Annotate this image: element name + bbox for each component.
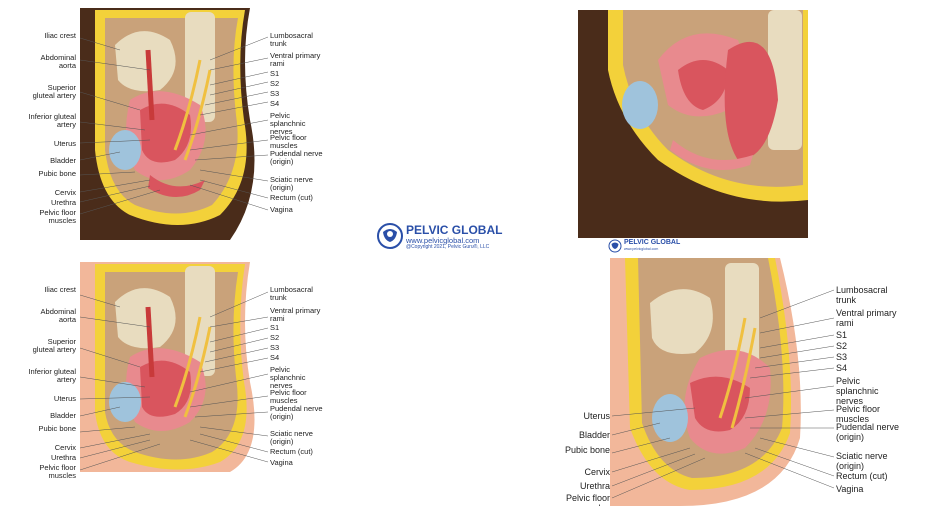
label-superior-gluteal-artery: Superior gluteal artery <box>32 337 76 354</box>
label-s1: S1 <box>270 323 280 332</box>
label-vagina: Vagina <box>270 458 293 467</box>
label-pelvic-floor-muscles: Pelvic floor muscles <box>39 208 76 225</box>
pelvis-illustration-zoomed <box>578 10 808 238</box>
pelvis-illustration-light <box>79 262 269 472</box>
label-pubic-bone: Pubic bone <box>564 445 610 455</box>
label-uterus: Uterus <box>583 411 610 421</box>
label-iliac-crest: Iliac crest <box>44 31 76 40</box>
pelvic-global-logo-small: PELVIC GLOBAL www.pelvicglobal.com <box>608 239 698 255</box>
label-lumbosacral-trunk: Lumbosacral trunk <box>836 285 888 305</box>
logo-name: PELVIC GLOBAL <box>406 223 503 237</box>
label-rectum-cut: Rectum (cut) <box>270 193 313 202</box>
label-pudendal-nerve: Pudendal nerve (origin) <box>270 149 323 166</box>
label-s1: S1 <box>836 330 848 340</box>
logo-name-small: PELVIC GLOBAL <box>624 239 681 246</box>
label-s4: S4 <box>270 99 280 108</box>
label-pubic-bone: Pubic bone <box>38 169 76 178</box>
label-s1: S1 <box>270 69 280 78</box>
pelvic-global-logo: PELVIC GLOBAL www.pelvicglobal.com @Copy… <box>376 222 516 252</box>
label-ventral-primary-rami: Ventral primary rami <box>270 51 321 68</box>
pelvis-illustration-dark <box>79 8 269 240</box>
label-s3: S3 <box>836 352 848 362</box>
label-pelvic-floor-muscles-right: Pelvic floor muscles <box>270 388 307 405</box>
label-bladder: Bladder <box>50 411 76 420</box>
panel-bottom-left: Iliac crest Abdominal aorta Superior glu… <box>0 262 340 506</box>
label-sciatic-nerve: Sciatic nerve (origin) <box>270 429 313 446</box>
label-vagina: Vagina <box>836 484 864 494</box>
label-ventral-primary-rami: Ventral primary rami <box>270 306 321 323</box>
label-inferior-gluteal-artery: Inferior gluteal artery <box>28 112 76 129</box>
label-pelvic-floor-muscles-right: Pelvic floor muscles <box>836 404 881 424</box>
label-cervix: Cervix <box>584 467 610 477</box>
logo-url-small: www.pelvicglobal.com <box>624 247 659 251</box>
label-pubic-bone: Pubic bone <box>38 424 76 433</box>
pelvis-logo-icon <box>377 223 403 249</box>
label-bladder: Bladder <box>50 156 76 165</box>
label-pudendal-nerve: Pudendal nerve (origin) <box>836 422 900 442</box>
label-vagina: Vagina <box>270 205 293 214</box>
label-sciatic-nerve: Sciatic nerve (origin) <box>270 175 313 192</box>
label-pelvic-floor-muscles-right: Pelvic floor muscles <box>270 133 307 150</box>
label-pelvic-floor-muscles: Pelvic floor muscles <box>565 493 610 506</box>
label-pudendal-nerve: Pudendal nerve (origin) <box>270 404 323 421</box>
panel-top-left: Iliac crest Abdominal aorta Superior glu… <box>0 0 340 240</box>
panel-top-right <box>578 10 808 238</box>
label-s3: S3 <box>270 343 280 352</box>
label-cervix: Cervix <box>54 443 76 452</box>
label-pelvic-splanchnic-nerves: Pelvic splanchnic nerves <box>270 365 306 390</box>
panel-bottom-right: Uterus Bladder Pubic bone Cervix Urethra… <box>560 258 940 506</box>
label-s2: S2 <box>836 341 848 351</box>
label-abdominal-aorta: Abdominal aorta <box>40 307 76 324</box>
label-s4: S4 <box>836 363 848 373</box>
label-abdominal-aorta: Abdominal aorta <box>40 53 76 70</box>
label-cervix: Cervix <box>54 188 76 197</box>
label-pelvic-splanchnic-nerves: Pelvic splanchnic nerves <box>836 376 879 406</box>
label-lumbosacral-trunk: Lumbosacral trunk <box>270 285 313 302</box>
label-uterus: Uterus <box>53 139 76 148</box>
label-urethra: Urethra <box>50 198 76 207</box>
label-s4: S4 <box>270 353 280 362</box>
label-urethra: Urethra <box>50 453 76 462</box>
label-rectum-cut: Rectum (cut) <box>836 471 888 481</box>
label-s2: S2 <box>270 79 280 88</box>
label-pelvic-floor-muscles: Pelvic floor muscles <box>39 463 76 480</box>
label-bladder: Bladder <box>578 430 610 440</box>
label-s2: S2 <box>270 333 280 342</box>
logo-copyright: @Copyright 2021, Pelvic Guru®, LLC <box>406 244 490 250</box>
label-s3: S3 <box>270 89 280 98</box>
label-iliac-crest: Iliac crest <box>44 285 76 294</box>
label-pelvic-splanchnic-nerves: Pelvic splanchnic nerves <box>270 111 306 136</box>
label-urethra: Urethra <box>579 481 610 491</box>
label-uterus: Uterus <box>53 394 76 403</box>
label-sciatic-nerve: Sciatic nerve (origin) <box>836 451 888 471</box>
label-lumbosacral-trunk: Lumbosacral trunk <box>270 31 313 48</box>
label-ventral-primary-rami: Ventral primary rami <box>836 308 897 328</box>
pelvis-logo-icon-small <box>608 239 622 253</box>
label-superior-gluteal-artery: Superior gluteal artery <box>32 83 76 100</box>
label-inferior-gluteal-artery: Inferior gluteal artery <box>28 367 76 384</box>
pelvis-illustration-pregnant <box>610 258 835 506</box>
logo-url: www.pelvicglobal.com <box>406 236 480 245</box>
label-rectum-cut: Rectum (cut) <box>270 447 313 456</box>
